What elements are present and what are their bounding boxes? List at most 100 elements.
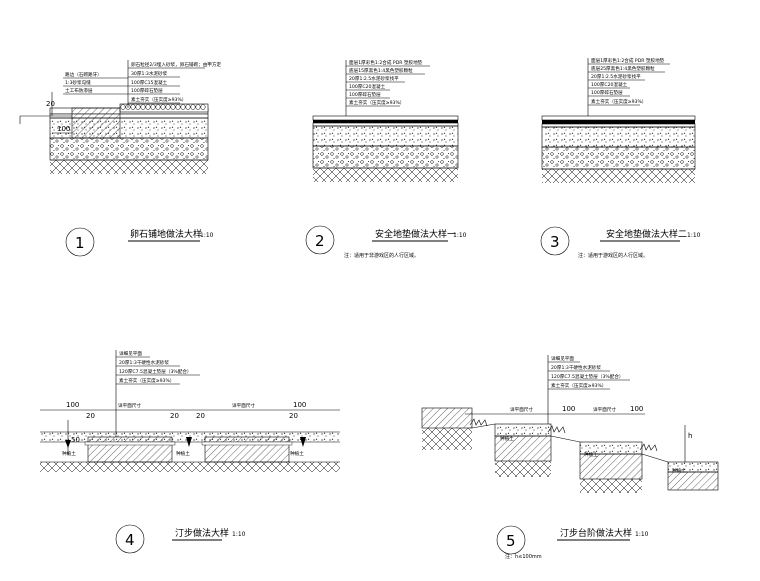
detail-4-scale: 1:10 bbox=[232, 531, 246, 538]
detail-5-title: 汀步台阶做法大样 bbox=[560, 527, 632, 539]
detail-2-layer-2: 底层15厚黑色1:4黑色塑胶颗粒 bbox=[349, 67, 413, 74]
detail-4-dim-3: 详平面尺寸 bbox=[118, 402, 141, 409]
detail-1-caption: 1 卵石铺地做法大样 1:10 bbox=[65, 227, 214, 257]
detail-4-dim-1: 100 bbox=[66, 401, 79, 409]
detail-2-number-circle bbox=[305, 225, 335, 255]
step-stone-2 bbox=[494, 435, 552, 462]
detail-1-layer-5: 素土夯实（压实度≥93%） bbox=[131, 96, 186, 103]
detail-4-layer-2: 20厚1:3干硬性水泥砂浆 bbox=[119, 359, 169, 366]
detail-1-dim-100: 100 bbox=[57, 125, 70, 133]
detail-5-dims: 详平面尺寸 100 详平面尺寸 100 h bbox=[510, 405, 692, 440]
detail-5-dim-h: h bbox=[688, 432, 692, 440]
detail-5-number: 5 bbox=[506, 532, 516, 550]
detail-3-scale: 1:10 bbox=[687, 232, 701, 239]
detail-3-layer-2: 底层25厚黑色1:4黑色塑胶颗粒 bbox=[591, 65, 655, 72]
stepping-stone-1 bbox=[87, 436, 173, 463]
detail-5-scale: 1:10 bbox=[635, 531, 649, 538]
detail-3-section: 面层1厚彩色1:2合成 PDR 塑胶地垫 底层25厚黑色1:4黑色塑胶颗粒 20… bbox=[541, 57, 696, 183]
detail-2-layer-3: 20厚1:2.5水泥砂浆找平 bbox=[349, 75, 399, 82]
detail-2-note: 注：适用于非游戏区的人行区域。 bbox=[344, 252, 419, 259]
detail-5-fill-1: 种植土 bbox=[500, 435, 514, 442]
detail-5-note: 注：h≤100mm bbox=[505, 553, 542, 560]
pebble bbox=[165, 104, 171, 110]
detail-3-layer-4: 100厚C20混凝土 bbox=[591, 81, 628, 88]
detail-5-dim-2: 100 bbox=[562, 405, 575, 413]
detail-4-layer-3: 120厚C7.5混凝土垫层（3%配合） bbox=[119, 368, 192, 375]
detail-3-layer-5: 100厚碎石垫层 bbox=[591, 89, 623, 96]
detail-1-number: 1 bbox=[75, 234, 85, 252]
detail-4-caption: 4 汀步做法大样 1:10 bbox=[115, 524, 246, 554]
detail-2-scale: 1:10 bbox=[453, 232, 467, 239]
detail-3-title: 安全地垫做法大样二 bbox=[606, 228, 687, 240]
detail-2-layer-4: 100厚C20混凝土 bbox=[349, 83, 386, 90]
detail-4-section: 50 详细见平面 20厚1:3干硬性水泥砂浆 120厚C7.5混凝土垫层（3%配… bbox=[40, 350, 340, 472]
detail-4-dim-2: 20 bbox=[86, 412, 95, 420]
detail-1-layer-1: 卵石粒径2/3埋入砂浆，卵石铺砌；由甲方定 bbox=[131, 61, 221, 68]
pebble bbox=[195, 104, 201, 110]
detail-4-fill-2: 种植土 bbox=[176, 450, 190, 457]
pebble bbox=[150, 104, 156, 110]
pebble bbox=[155, 104, 161, 110]
detail-5-dim-3: 详平面尺寸 bbox=[593, 406, 616, 413]
step-stone-4 bbox=[667, 471, 719, 491]
detail-4-layer-1: 详细见平面 bbox=[119, 350, 142, 357]
detail-2-layer-6: 素土夯实（压实度≥93%） bbox=[349, 99, 404, 106]
detail-2-layer-5: 100厚碎石垫层 bbox=[349, 91, 381, 98]
detail-3-note: 注：适用于游戏区的人行区域。 bbox=[578, 252, 648, 259]
detail-4-dim-8: 100 bbox=[293, 401, 306, 409]
detail-5-dim-1: 详平面尺寸 bbox=[510, 406, 533, 413]
pebble bbox=[180, 104, 186, 110]
pebble bbox=[140, 104, 146, 110]
detail-4-number: 4 bbox=[125, 531, 135, 549]
detail-4-layer-4: 素土夯实（压实度≥93%） bbox=[119, 377, 174, 384]
detail-2-layer-1: 面层1厚彩色1:2合成 PDR 塑胶地垫 bbox=[349, 59, 423, 66]
detail-1-section: 20 100 卵石粒径2/3埋入砂浆，卵石铺砌；由甲方定 30厚1:3水泥砂浆 … bbox=[19, 60, 221, 174]
detail-1-side-1: 路边（石砌路牙） bbox=[65, 71, 102, 78]
detail-4-dims: 100 20 详平面尺寸 20 20 详平面尺寸 20 100 bbox=[66, 401, 306, 420]
detail-1-layer-2: 30厚1:3水泥砂浆 bbox=[131, 70, 168, 77]
detail-2-section: 面层1厚彩色1:2合成 PDR 塑胶地垫 底层15厚黑色1:4黑色塑胶颗粒 20… bbox=[312, 59, 459, 182]
pebble bbox=[170, 104, 176, 110]
detail-3-layer-3: 20厚1:2.5水泥砂浆找平 bbox=[591, 73, 641, 80]
detail-3-number: 3 bbox=[550, 233, 560, 251]
detail-3-layer-1: 面层1厚彩色1:2合成 PDR 塑胶地垫 bbox=[591, 57, 665, 64]
detail-5-layer-4: 素土夯实（压实度≥93%） bbox=[551, 382, 606, 389]
pebble bbox=[190, 104, 196, 110]
detail-1-layer-4: 100厚碎石垫层 bbox=[131, 87, 163, 94]
detail-5-layer-3: 120厚C7.5混凝土垫层（3%配合） bbox=[551, 373, 624, 380]
detail-4-fill-3: 种植土 bbox=[290, 450, 304, 457]
detail-3-number-circle bbox=[540, 226, 570, 256]
detail-5-fill-3: 种植土 bbox=[672, 467, 686, 474]
detail-1-layer-3: 100厚C15混凝土 bbox=[131, 79, 168, 86]
pebble bbox=[130, 104, 136, 110]
detail-5-number-circle bbox=[496, 525, 526, 555]
detail-5-layer-1: 详细见平面 bbox=[551, 355, 574, 362]
pebble bbox=[120, 104, 126, 110]
detail-4-fill-1: 种植土 bbox=[62, 450, 76, 457]
detail-2-caption: 2 安全地垫做法大样一 1:10 注：适用于非游戏区的人行区域。 bbox=[305, 225, 467, 259]
detail-4-dim-6: 详平面尺寸 bbox=[232, 402, 255, 409]
detail-5-dim-4: 100 bbox=[630, 405, 643, 413]
pebble bbox=[160, 104, 166, 110]
detail-1-dim-20: 20 bbox=[46, 100, 55, 108]
detail-3-caption: 3 安全地垫做法大样二 1:10 注：适用于游戏区的人行区域。 bbox=[540, 226, 701, 259]
detail-1-side-3: 土工布防渗层 bbox=[65, 87, 93, 94]
detail-4-side-dim: 50 bbox=[71, 436, 80, 444]
step-stone-1 bbox=[421, 407, 473, 429]
pebble bbox=[200, 104, 206, 110]
detail-4-dim-7: 20 bbox=[289, 412, 298, 420]
pebble bbox=[175, 104, 181, 110]
detail-3-layer-6: 素土夯实（压实度≥93%） bbox=[591, 98, 646, 105]
detail-1-title: 卵石铺地做法大样 bbox=[130, 228, 202, 240]
pebble bbox=[135, 104, 141, 110]
detail-4-dim-4: 20 bbox=[170, 412, 179, 420]
detail-5-section: 详细见平面 20厚1:3干硬性水泥砂浆 120厚C7.5混凝土垫层（3%配合） … bbox=[421, 355, 719, 493]
detail-2-number: 2 bbox=[315, 232, 325, 250]
pebble bbox=[145, 104, 151, 110]
detail-4-dim-5: 20 bbox=[196, 412, 205, 420]
detail-2-title: 安全地垫做法大样一 bbox=[375, 228, 456, 240]
detail-1-side-2: 1:3砂浆勾缝 bbox=[65, 79, 91, 86]
pebble-surface bbox=[119, 103, 209, 113]
stepping-stone-2 bbox=[204, 436, 290, 463]
